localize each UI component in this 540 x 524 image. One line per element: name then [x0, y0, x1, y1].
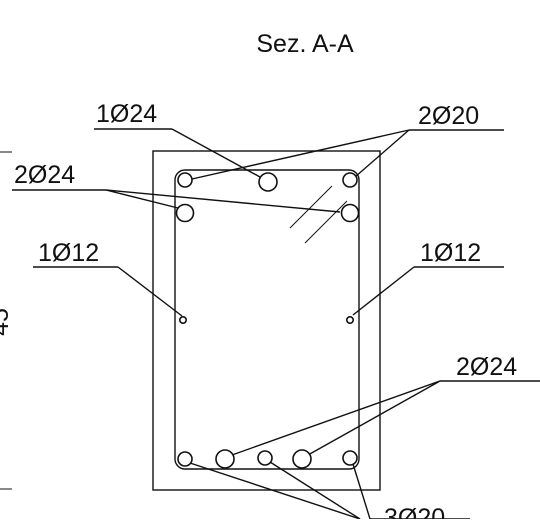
leader-left-bar-a [105, 189, 179, 209]
leader-left-side-bar [117, 266, 183, 317]
section-title: Sez. A-A [256, 30, 354, 58]
leader-top-right-bar-b [354, 129, 410, 178]
leader-top-right-bar-a [191, 129, 410, 180]
label-bottom-bars: 3Ø20 [384, 504, 445, 519]
dimension-label: 45 [0, 308, 14, 336]
rebar-second-row-left [175, 203, 195, 223]
label-top-right-bars: 2Ø20 [418, 102, 479, 130]
rebar-top-middle [258, 172, 278, 192]
leader-bottom-bar-c [352, 463, 371, 520]
leader-bottom-bar-b [269, 461, 361, 520]
rebar-bottom-1 [177, 451, 193, 467]
leader-bottom-right-bar-b [307, 380, 441, 456]
label-bottom-right-bars: 2Ø24 [456, 353, 517, 381]
label-top-left-bar: 1Ø24 [96, 100, 157, 128]
rebar-second-row-right [340, 203, 360, 223]
label-left-bars: 2Ø24 [14, 161, 75, 189]
cut-mark-line-1 [289, 185, 333, 229]
label-left-side-bar: 1Ø12 [38, 239, 99, 267]
rebar-top-corner-left [177, 172, 193, 188]
leader-left-bar-b [105, 189, 341, 213]
rebar-top-corner-right [342, 172, 358, 188]
concrete-section-outline [152, 150, 381, 491]
leader-top-left-bar [171, 128, 261, 178]
leader-right-side-bar [352, 266, 415, 316]
rebar-bottom-3 [257, 450, 273, 466]
stirrup [174, 169, 360, 470]
rebar-side-right [345, 315, 354, 324]
label-right-side-bar: 1Ø12 [420, 239, 481, 267]
cut-mark-line-2 [304, 200, 348, 244]
rebar-bottom-2 [215, 449, 235, 469]
rebar-bottom-5 [342, 450, 358, 466]
rebar-side-left [179, 315, 188, 324]
leader-bottom-right-bar-a [231, 380, 441, 456]
rebar-bottom-4 [292, 449, 312, 469]
leader-bottom-bar-a [189, 462, 361, 520]
